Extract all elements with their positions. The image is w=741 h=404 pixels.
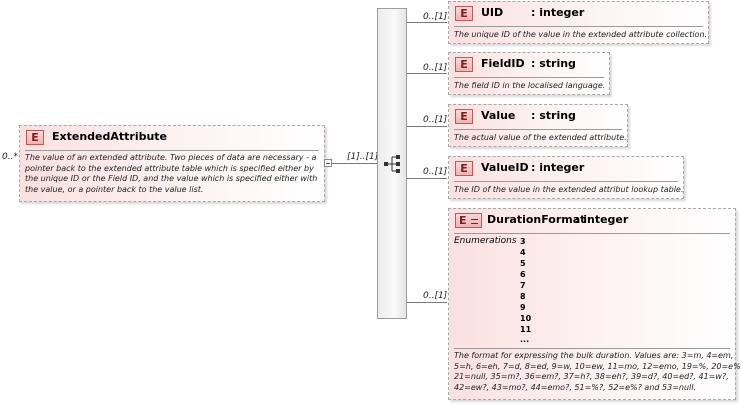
doc-line: 5=h, 6=eh, 7=d, 8=ed, 9=w, 10=ew, 11=mo,… (454, 361, 741, 371)
child-element-fieldid[interactable]: E FieldID : string The field ID in the l… (448, 52, 610, 95)
enumerations-label: Enumerations (454, 236, 517, 246)
element-type: : integer (531, 6, 585, 19)
element-name: ExtendedAttribute (52, 130, 168, 143)
element-badge-icon: E (455, 57, 473, 72)
enumeration-value: 4 (520, 248, 526, 257)
doc-line: the value, or a pointer back to the valu… (25, 184, 204, 194)
element-header: E ExtendedAttribute (20, 126, 324, 148)
child-element-uid[interactable]: E UID : integer The unique ID of the val… (448, 1, 709, 44)
element-type: : string (531, 109, 576, 122)
enumeration-value: ... (520, 335, 530, 344)
enumeration-value: 10 (520, 314, 532, 323)
connector-line (407, 126, 447, 127)
element-header: E ValueID : integer (449, 157, 683, 179)
element-doc: The ID of the value in the extended attr… (454, 185, 684, 194)
element-name: FieldID (481, 57, 525, 70)
element-doc: The value of an extended attribute. Two … (25, 153, 320, 195)
child-cardinality: 0..[1] (423, 167, 448, 177)
divider (454, 348, 730, 349)
element-name: DurationFormat (487, 213, 586, 226)
element-badge-icon: E (455, 109, 473, 124)
element-doc: The format for expressing the bulk durat… (454, 351, 741, 393)
sequence-compositor[interactable] (377, 8, 407, 319)
element-type: : string (531, 57, 576, 70)
element-badge-icon: E (26, 130, 44, 145)
enumeration-value: 9 (520, 303, 526, 312)
element-doc: The actual value of the extended attribu… (454, 133, 627, 142)
collapse-toggle-icon[interactable] (324, 159, 332, 167)
root-element-extendedattribute[interactable]: E ExtendedAttribute The value of an exte… (19, 125, 325, 202)
badge-letter: E (459, 214, 467, 227)
enumeration-value: 7 (520, 281, 526, 290)
child-cardinality: 0..[1] (423, 115, 448, 125)
child-element-value[interactable]: E Value : string The actual value of the… (448, 104, 628, 147)
divider (454, 77, 604, 78)
enumeration-value: 6 (520, 270, 526, 279)
enumeration-value: 5 (520, 259, 526, 268)
simple-type-icon (471, 219, 478, 224)
element-header: E FieldID : string (449, 53, 609, 75)
divider (25, 150, 319, 151)
element-badge-icon: E (455, 6, 473, 21)
child-element-valueid[interactable]: E ValueID : integer The ID of the value … (448, 156, 684, 199)
element-badge-icon: E (455, 213, 482, 228)
enumeration-value: 8 (520, 292, 526, 301)
element-doc: The field ID in the localised language. (454, 81, 606, 90)
element-name: UID (481, 6, 504, 19)
doc-line: The value of an extended attribute. Two … (25, 153, 317, 162)
enumeration-value: 11 (520, 325, 532, 334)
enumeration-value: 3 (520, 237, 526, 246)
child-cardinality: 0..[1] (423, 12, 448, 22)
element-header: E Value : string (449, 105, 627, 127)
child-cardinality: 0..[1] (423, 63, 448, 73)
connector-line (407, 22, 447, 23)
doc-line: the unique ID or the Field ID, and the v… (25, 174, 318, 183)
element-type: : integer (531, 161, 585, 174)
doc-line: 21=null, 35=m?, 36=em?, 37=h?, 38=eh?, 3… (454, 372, 729, 381)
divider (454, 181, 678, 182)
divider (454, 26, 703, 27)
connector-line (332, 163, 377, 164)
doc-line: pointer back to the extended attribute t… (25, 163, 314, 173)
child-cardinality: 0..[1] (423, 291, 448, 301)
element-doc: The unique ID of the value in the extend… (454, 30, 708, 39)
sequence-compositor-icon (384, 155, 400, 173)
element-name: Value (481, 109, 516, 122)
element-name: ValueID (481, 161, 529, 174)
element-type: : integer (575, 213, 629, 226)
divider (454, 129, 622, 130)
doc-line: The format for expressing the bulk durat… (454, 351, 734, 360)
element-header: E DurationFormat : integer (449, 209, 735, 231)
element-header: E UID : integer (449, 2, 708, 24)
connector-line (407, 178, 447, 179)
sequence-cardinality: [1]..[1] (347, 152, 379, 162)
doc-line: 42=ew?, 43=mo?, 44=emo?, 51=%?, 52=e%? a… (454, 382, 697, 392)
divider (454, 233, 730, 234)
connector-line (407, 302, 447, 303)
element-badge-icon: E (455, 161, 473, 176)
child-element-durationformat[interactable]: E DurationFormat : integer The format fo… (448, 208, 741, 400)
root-cardinality: 0..* (2, 152, 18, 162)
connector-line (407, 73, 447, 74)
